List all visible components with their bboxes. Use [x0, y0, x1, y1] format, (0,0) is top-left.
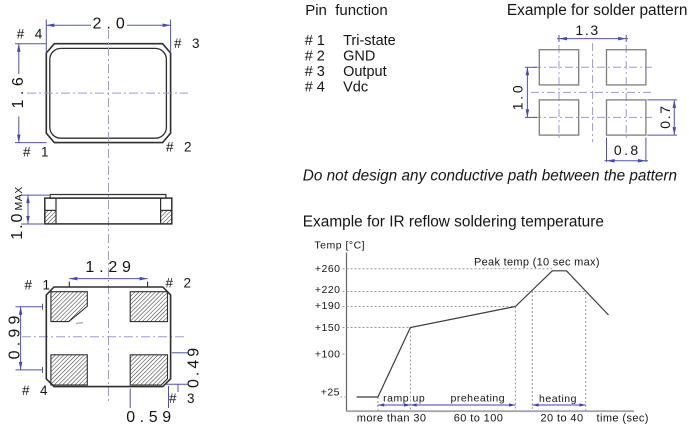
svg-text:# 2: # 2 [166, 140, 195, 155]
svg-text:Temp [°C]: Temp [°C] [314, 240, 365, 252]
svg-text:Vdc: Vdc [343, 80, 368, 96]
svg-text:0.49: 0.49 [185, 345, 202, 388]
svg-text:# 3: # 3 [169, 391, 198, 406]
svg-text:# 3: # 3 [305, 64, 325, 80]
svg-text:Tri-state: Tri-state [343, 33, 396, 49]
svg-text:# 2: # 2 [305, 49, 325, 65]
svg-text:60 to 100: 60 to 100 [454, 412, 503, 424]
svg-text:+260: +260 [315, 263, 341, 275]
svg-text:Do not design any conductive p: Do not design any conductive path betwee… [303, 168, 677, 185]
svg-text:+220: +220 [315, 284, 341, 296]
svg-text:+100: +100 [315, 349, 341, 361]
svg-text:Output: Output [343, 64, 387, 80]
svg-text:more than 30: more than 30 [357, 412, 427, 424]
svg-text:1.3: 1.3 [575, 22, 599, 38]
svg-text:1.29: 1.29 [85, 259, 135, 276]
svg-text:1.0: 1.0 [509, 83, 525, 111]
svg-text:GND: GND [343, 49, 375, 65]
svg-text:2.0: 2.0 [93, 16, 130, 33]
svg-text:Peak temp (10 sec max): Peak temp (10 sec max) [474, 257, 600, 269]
svg-text:time (sec): time (sec) [597, 412, 649, 424]
svg-text:+25: +25 [321, 386, 340, 398]
svg-text:# 1: # 1 [23, 145, 52, 160]
svg-text:preheating: preheating [450, 393, 505, 405]
svg-text:Pin function: Pin function [305, 2, 388, 19]
svg-text:1.6: 1.6 [10, 73, 27, 109]
svg-text:0.99: 0.99 [6, 311, 23, 359]
svg-text:# 1: # 1 [305, 33, 325, 49]
svg-text:1.0MAX: 1.0MAX [9, 186, 26, 240]
svg-text:20 to 40: 20 to 40 [541, 412, 584, 424]
svg-text:ramp up: ramp up [383, 393, 425, 405]
svg-text:# 1: # 1 [25, 278, 54, 293]
svg-text:+190: +190 [315, 300, 341, 312]
svg-text:# 2: # 2 [166, 276, 195, 291]
svg-text:Example for IR reflow solderin: Example for IR reflow soldering temperat… [303, 214, 604, 231]
svg-text:# 3: # 3 [174, 36, 203, 51]
svg-text:+150: +150 [315, 322, 341, 334]
svg-text:# 4: # 4 [22, 383, 51, 398]
svg-text:0.59: 0.59 [126, 409, 176, 426]
svg-text:# 4: # 4 [305, 80, 325, 96]
svg-text:Example for solder pattern: Example for solder pattern [507, 2, 688, 19]
svg-text:0.8: 0.8 [614, 142, 641, 158]
svg-text:0.7: 0.7 [657, 104, 673, 128]
svg-text:heating: heating [539, 393, 577, 405]
svg-text:# 4: # 4 [17, 26, 46, 41]
